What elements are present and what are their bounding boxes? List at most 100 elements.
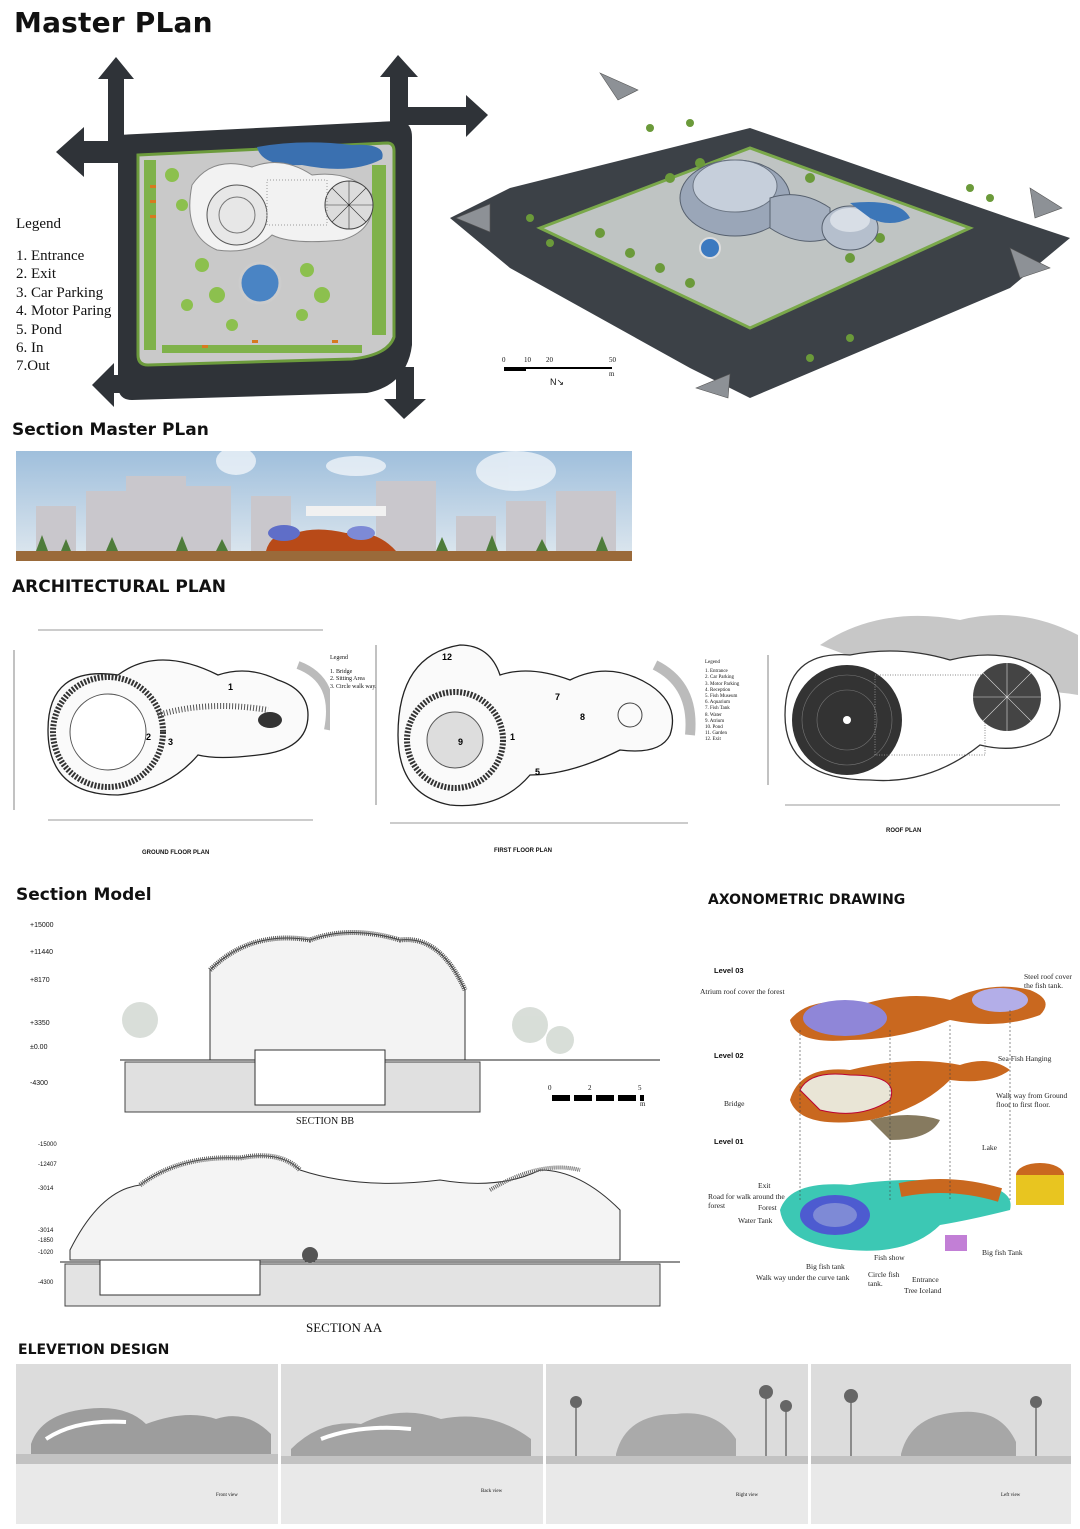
axonometric-title: AXONOMETRIC DRAWING — [708, 892, 906, 908]
axonometric-drawing — [780, 986, 1064, 1251]
axon-label: Water Tank — [738, 1216, 773, 1225]
level-mark: -12407 — [38, 1162, 57, 1168]
scale-bar: 0 10 20 50 m N↘ — [502, 356, 622, 397]
axon-label: Fish show — [874, 1253, 905, 1262]
legend-item: 4. Motor Paring — [16, 303, 112, 320]
svg-text:8: 8 — [580, 712, 585, 722]
section-aa-caption: SECTION AA — [306, 1320, 383, 1335]
axon-label: Big fish Tank — [982, 1248, 1023, 1257]
first-floor-legend: Legend 1. Entrance 2. Car Parking 3. Mot… — [705, 660, 765, 744]
axon-label: Entrance — [912, 1275, 939, 1284]
legend-item: 2. Car Parking — [705, 675, 735, 681]
svg-text:3: 3 — [168, 737, 173, 747]
legend-item: 3. Car Parking — [16, 284, 104, 301]
level-label: Level 01 — [714, 1137, 744, 1146]
svg-text:5: 5 — [535, 767, 540, 777]
legend-item: 3. Motor Parking — [705, 681, 740, 687]
level-label: Level 02 — [714, 1051, 744, 1060]
first-floor-plan: 9 12 7 8 5 1 — [375, 644, 696, 824]
axon-label: Forest — [758, 1203, 777, 1212]
axon-label: Steel roof cover the fish tank. — [1024, 972, 1072, 990]
elevation-left-panel: Left view — [811, 1364, 1071, 1524]
master-legend-title: Legend — [16, 216, 61, 232]
scale-tick: 5 — [638, 1084, 642, 1092]
level-mark: +8170 — [30, 977, 50, 984]
axon-label: Circle fish tank. — [868, 1270, 900, 1288]
level-mark: -1850 — [38, 1238, 54, 1244]
svg-text:12: 12 — [442, 652, 452, 662]
legend-item: 5. Pond — [16, 321, 62, 338]
scale-tick: 20 — [546, 356, 553, 364]
elevation-back-panel: Back view — [281, 1364, 543, 1524]
legend-item: 2. Sitting Area — [330, 676, 365, 683]
legend-item: 8. Water — [705, 712, 722, 718]
section-bb-caption: SECTION BB — [296, 1116, 355, 1127]
legend-item: 2. Exit — [16, 266, 56, 283]
scale-tick: 10 — [524, 356, 531, 364]
axon-label: Walk way from Ground floor to first floo… — [996, 1091, 1068, 1109]
axon-label: Lake — [982, 1143, 997, 1152]
axon-label: Tree Iceland — [904, 1286, 942, 1295]
section-bb-drawing — [120, 930, 660, 1113]
legend-item: 3. Circle walk way. — [330, 683, 377, 690]
scale-tick: 0 — [548, 1084, 552, 1092]
elevation-caption: Left view — [1001, 1493, 1021, 1498]
elevation-front-panel: Front view — [16, 1364, 278, 1524]
level-mark: -4300 — [38, 1280, 54, 1286]
legend-item: 12. Exit — [705, 737, 721, 743]
legend-item: 6. Aquarium — [705, 700, 730, 706]
roof-plan — [767, 615, 1078, 806]
ground-floor-plan: 2 3 1 — [13, 629, 330, 821]
svg-text:1: 1 — [510, 732, 515, 742]
elevation-caption: Front view — [216, 1493, 238, 1498]
level-mark: -1020 — [38, 1250, 54, 1256]
svg-text:2: 2 — [146, 732, 151, 742]
level-mark: -15000 — [38, 1142, 57, 1148]
legend-item: 10. Pond — [705, 725, 723, 731]
pond — [257, 142, 383, 169]
axon-label: Big fish tank — [806, 1262, 845, 1271]
first-floor-caption: FIRST FLOOR PLAN — [494, 848, 552, 854]
level-mark: -4300 — [30, 1080, 48, 1087]
site-isometric-3d — [450, 72, 1070, 399]
axon-label: Bridge — [724, 1099, 745, 1108]
scale-tick: 0 — [502, 356, 506, 364]
elevation-title: ELEVETION DESIGN — [18, 1342, 170, 1358]
axon-label: Walk way under the curve tank — [756, 1273, 850, 1282]
legend-item: 7.Out — [16, 358, 50, 375]
legend-item: 1. Bridge — [330, 668, 353, 675]
legend-item: 4. Reception — [705, 687, 731, 693]
level-mark: ±0.00 — [30, 1044, 48, 1051]
scale-unit: m — [640, 1100, 646, 1108]
master-legend: Legend 1. Entrance 2. Exit 3. Car Parkin… — [16, 216, 111, 376]
svg-text:9: 9 — [458, 737, 463, 747]
scale-tick: 2 — [588, 1084, 592, 1092]
legend-item: 5. Fish Museum — [705, 694, 738, 700]
axon-label: Exit — [758, 1181, 771, 1190]
master-plan-title: Master PLan — [14, 6, 213, 39]
svg-text:1: 1 — [228, 682, 233, 692]
axon-label: Road for walk around the forest — [708, 1192, 785, 1210]
architectural-plan-title: ARCHITECTURAL PLAN — [12, 577, 227, 597]
level-mark: -3014 — [38, 1186, 54, 1192]
level-mark: +11440 — [30, 949, 54, 956]
section-bb-scale: 0 2 5 m — [548, 1084, 648, 1113]
level-label: Level 03 — [714, 966, 744, 975]
section-model-title: Section Model — [16, 885, 152, 905]
legend-item: 1. Entrance — [705, 669, 728, 675]
legend-item: 9. Atrium — [705, 718, 725, 724]
elevation-caption: Back view — [481, 1489, 503, 1494]
axon-label: Atrium roof cover the forest — [700, 987, 785, 996]
roof-plan-caption: ROOF PLAN — [886, 828, 922, 834]
north-icon: N↘ — [550, 377, 565, 387]
elevation-right-panel: Right view — [546, 1364, 808, 1524]
scale-tick: 50 — [609, 356, 616, 364]
section-master-image — [16, 451, 632, 561]
axon-label: Sea Fish Hanging — [998, 1054, 1052, 1063]
legend-title: Legend — [705, 660, 720, 665]
section-master-title: Section Master PLan — [12, 420, 209, 440]
level-mark: -3014 — [38, 1228, 54, 1234]
section-aa-drawing — [60, 1153, 680, 1307]
level-mark: +15000 — [30, 922, 54, 929]
legend-item: 6. In — [16, 340, 44, 357]
